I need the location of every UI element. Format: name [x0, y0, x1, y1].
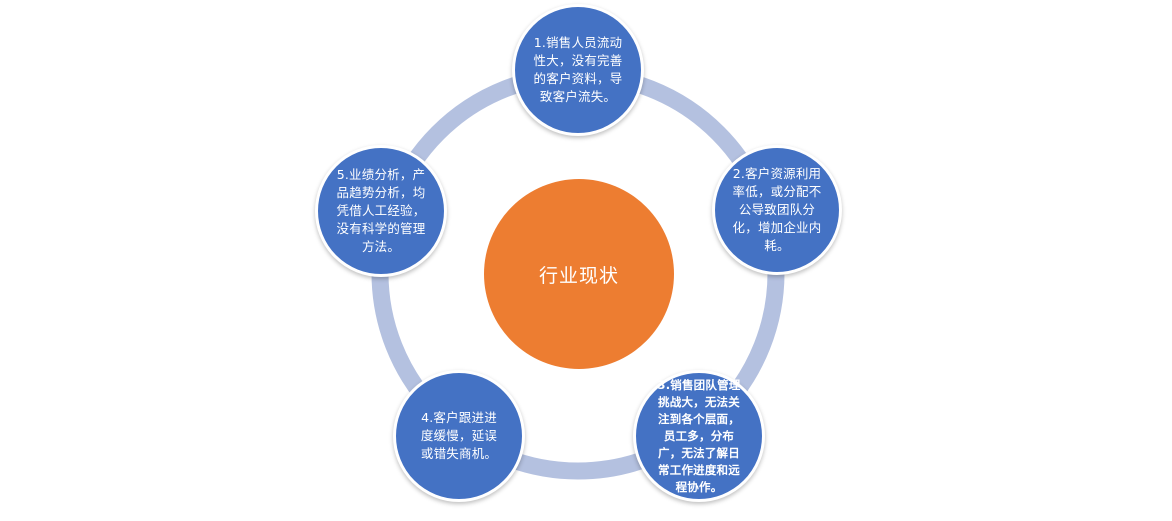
node-3-circle: 3.销售团队管理挑战大，无法关注到各个层面，员工多，分布广，无法了解日常工作进度… [633, 370, 765, 502]
node-5-label: 5.业绩分析，产品趋势分析，均凭借人工经验，没有科学的管理方法。 [336, 167, 426, 254]
node-3-label: 3.销售团队管理挑战大，无法关注到各个层面，员工多，分布广，无法了解日常工作进度… [657, 377, 741, 494]
node-4-circle: 4.客户跟进进度缓慢，延误或错失商机。 [393, 370, 525, 502]
node-1-label: 1.销售人员流动性大，没有完善的客户资料，导致客户流失。 [533, 35, 623, 104]
center-circle: 行业现状 [484, 179, 674, 369]
node-2-circle: 2.客户资源利用率低，或分配不公导致团队分化，增加企业内耗。 [712, 145, 842, 275]
center-label: 行业现状 [538, 264, 619, 287]
node-5-circle: 5.业绩分析，产品趋势分析，均凭借人工经验，没有科学的管理方法。 [315, 145, 447, 277]
node-1-circle: 1.销售人员流动性大，没有完善的客户资料，导致客户流失。 [512, 4, 644, 136]
node-4-label: 4.客户跟进进度缓慢，延误或错失商机。 [420, 410, 498, 461]
node-2-label: 2.客户资源利用率低，或分配不公导致团队分化，增加企业内耗。 [732, 166, 822, 253]
